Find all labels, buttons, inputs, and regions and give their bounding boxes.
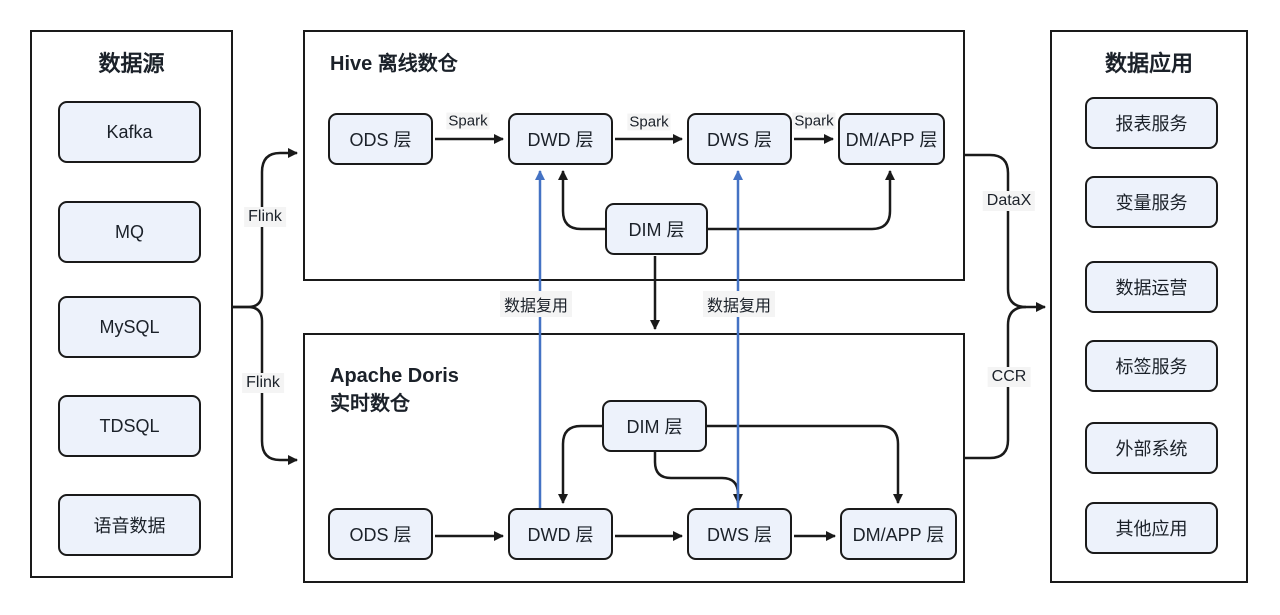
data-reuse-label-right: 数据复用 xyxy=(702,291,776,317)
doris-ods-node: ODS 层 xyxy=(328,508,433,560)
doris-dm-app-node: DM/APP 层 xyxy=(840,508,957,560)
hive-dwd-node: DWD 层 xyxy=(508,113,613,165)
data-apps-title: 数据应用 xyxy=(1104,51,1193,76)
data-sources-title: 数据源 xyxy=(98,51,165,76)
hive-dm-app-node: DM/APP 层 xyxy=(838,113,945,165)
doris-warehouse-title: Apache Doris 实时数仓 xyxy=(330,362,459,418)
app-node-report-service: 报表服务 xyxy=(1085,97,1218,149)
flink-label-bottom: Flink xyxy=(242,373,284,393)
datax-arrow-to-apps xyxy=(965,153,1046,312)
spark-label-3: Spark xyxy=(792,112,836,130)
hive-warehouse-title: Hive 离线数仓 xyxy=(330,53,458,75)
app-node-other-apps: 其他应用 xyxy=(1085,502,1218,554)
app-node-external-systems: 外部系统 xyxy=(1085,422,1218,474)
source-node-mq: MQ xyxy=(58,201,201,263)
app-node-data-operations: 数据运营 xyxy=(1085,261,1218,313)
app-node-tag-service: 标签服务 xyxy=(1085,340,1218,392)
doris-dim-node: DIM 层 xyxy=(602,400,707,452)
hive-dim-node: DIM 层 xyxy=(605,203,708,255)
source-node-voice-data: 语音数据 xyxy=(58,494,201,556)
app-node-variable-service: 变量服务 xyxy=(1085,176,1218,228)
spark-label-2: Spark xyxy=(627,113,671,131)
ccr-label: CCR xyxy=(987,367,1031,387)
hive-dws-node: DWS 层 xyxy=(687,113,792,165)
source-node-kafka: Kafka xyxy=(58,101,201,163)
data-reuse-label-left: 数据复用 xyxy=(499,291,573,317)
flink-arrow-to-hive xyxy=(233,148,298,309)
datax-label: DataX xyxy=(982,191,1036,211)
hive-ods-node: ODS 层 xyxy=(328,113,433,165)
doris-dws-node: DWS 层 xyxy=(687,508,792,560)
doris-title-line2: 实时数仓 xyxy=(330,393,410,415)
doris-dwd-node: DWD 层 xyxy=(508,508,613,560)
spark-label-1: Spark xyxy=(446,112,490,130)
doris-title-line1: Apache Doris xyxy=(330,365,459,387)
source-node-mysql: MySQL xyxy=(58,296,201,358)
flink-label-top: Flink xyxy=(244,207,286,227)
source-node-tdsql: TDSQL xyxy=(58,395,201,457)
